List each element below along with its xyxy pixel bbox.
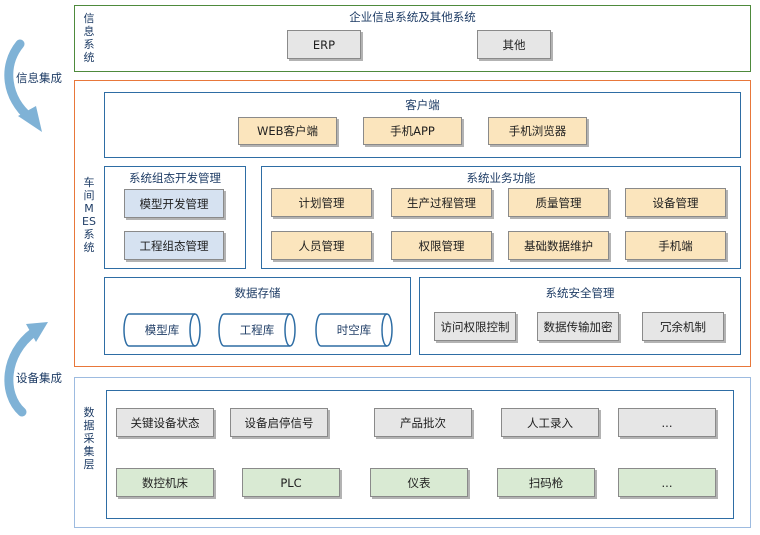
data-layer-label: 数据采集层: [83, 406, 95, 471]
redundancy-box: 冗余机制: [642, 312, 724, 341]
device-integration-label: 设备集成: [16, 371, 62, 385]
production-mgmt-box: 生产过程管理: [391, 188, 492, 217]
security-panel: 系统安全管理 访问权限控制 数据传输加密 冗余机制: [419, 277, 741, 355]
info-system-title: 企业信息系统及其他系统: [349, 10, 476, 24]
storage-panel: 数据存储 模型库 工程库 时空库: [104, 277, 411, 355]
client-panel: 客户端 WEB客户端 手机APP 手机浏览器: [104, 92, 741, 158]
personnel-mgmt-box: 人员管理: [271, 231, 372, 260]
manual-entry-box: 人工录入: [501, 408, 599, 437]
mes-label: 车间MES系统: [82, 176, 96, 254]
erp-box: ERP: [287, 30, 361, 59]
config-panel: 系统组态开发管理 模型开发管理 工程组态管理: [104, 166, 246, 269]
config-title: 系统组态开发管理: [129, 171, 221, 185]
business-title: 系统业务功能: [466, 171, 536, 185]
plan-mgmt-box: 计划管理: [271, 188, 372, 217]
quality-mgmt-box: 质量管理: [508, 188, 609, 217]
product-batch-box: 产品批次: [374, 408, 472, 437]
web-client-box: WEB客户端: [238, 117, 337, 145]
security-title: 系统安全管理: [545, 286, 615, 300]
equipment-mgmt-box: 设备管理: [625, 188, 726, 217]
storage-title: 数据存储: [234, 286, 281, 300]
model-db-cylinder: 模型库: [123, 313, 201, 347]
info-integration-arrow: [4, 39, 42, 132]
device-integration-arrow: [4, 322, 48, 417]
spatiotemporal-db-cylinder: 时空库: [315, 313, 393, 347]
cnc-machine-box: 数控机床: [116, 468, 214, 497]
mes-frame: 车间MES系统 客户端 WEB客户端 手机APP 手机浏览器 系统组态开发管理 …: [74, 80, 751, 367]
client-title: 客户端: [405, 98, 440, 112]
access-control-box: 访问权限控制: [434, 312, 516, 341]
info-integration-label: 信息集成: [16, 71, 62, 85]
project-config-box: 工程组态管理: [124, 231, 224, 260]
instrument-box: 仪表: [370, 468, 468, 497]
transmission-encryption-box: 数据传输加密: [537, 312, 619, 341]
data-layer-frame: 数据采集层 关键设备状态 设备启停信号 产品批次 人工录入 ... 数控机床 P…: [74, 377, 751, 528]
more-device-box: ...: [618, 468, 716, 497]
key-device-status-box: 关键设备状态: [116, 408, 214, 437]
plc-box: PLC: [242, 468, 340, 497]
info-system-frame: 信息系统 企业信息系统及其他系统 ERP 其他: [74, 5, 751, 72]
permission-mgmt-box: 权限管理: [391, 231, 492, 260]
mobile-app-box: 手机APP: [363, 117, 462, 145]
other-system-box: 其他: [477, 30, 551, 59]
data-layer-panel: 关键设备状态 设备启停信号 产品批次 人工录入 ... 数控机床 PLC 仪表 …: [106, 390, 734, 519]
master-data-box: 基础数据维护: [508, 231, 609, 260]
project-db-cylinder: 工程库: [218, 313, 296, 347]
more-data-box: ...: [618, 408, 716, 437]
device-start-stop-box: 设备启停信号: [230, 408, 328, 437]
info-system-label: 信息系统: [83, 12, 95, 64]
scanner-box: 扫码枪: [497, 468, 595, 497]
mobile-browser-box: 手机浏览器: [488, 117, 587, 145]
mobile-end-box: 手机端: [625, 231, 726, 260]
model-dev-box: 模型开发管理: [124, 189, 224, 218]
business-panel: 系统业务功能 计划管理 生产过程管理 质量管理 设备管理 人员管理 权限管理 基…: [261, 166, 741, 269]
